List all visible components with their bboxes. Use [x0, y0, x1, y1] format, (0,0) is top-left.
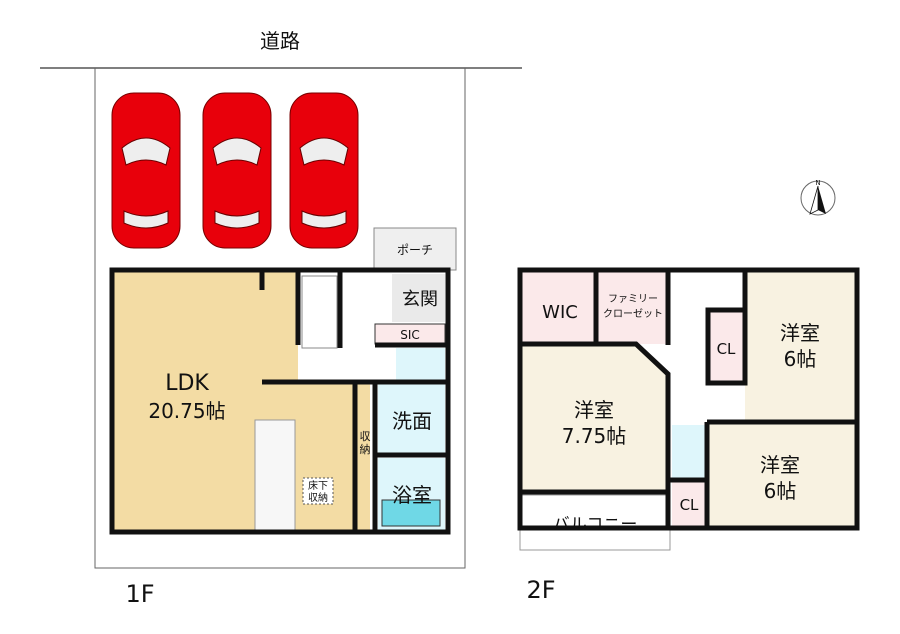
stairs-1f: [301, 275, 338, 349]
room-b-size: 6帖: [784, 347, 817, 371]
road-label: 道路: [260, 29, 300, 53]
room-6-upper: [745, 272, 855, 420]
car-icon: [111, 92, 181, 249]
room-c-name: 洋室: [760, 453, 800, 477]
storage-label-1: 収: [360, 430, 371, 443]
compass-north: N: [815, 179, 820, 187]
bathroom-label: 浴室: [392, 483, 432, 507]
family-closet-label-1: ファミリー: [608, 294, 658, 305]
entrance: [392, 274, 445, 322]
washroom-label: 洗面: [392, 409, 432, 433]
floor-1-label: 1F: [125, 580, 154, 608]
toilet-1f: [396, 348, 445, 380]
floor-2-label: 2F: [526, 576, 555, 604]
sic-label: SIC: [400, 328, 420, 342]
washroom: [378, 383, 445, 455]
parking-cars: [111, 92, 359, 249]
wic-label: WIC: [542, 302, 578, 323]
storage-label-2: 納: [360, 443, 371, 456]
entrance-label: 玄関: [402, 289, 438, 310]
underfloor-storage: [302, 477, 334, 505]
room-c-size: 6帖: [764, 479, 797, 503]
car-icon: [202, 92, 272, 249]
wic: [522, 272, 596, 342]
ldk-name: LDK: [165, 371, 209, 396]
room-775: [522, 346, 668, 490]
room-a-size: 7.75帖: [562, 424, 627, 448]
room-b-name: 洋室: [780, 321, 820, 345]
kitchen-counter: [254, 419, 296, 531]
car-icon: [289, 92, 359, 249]
underfloor-label-1: 床下: [308, 479, 328, 492]
closet-lower-label: CL: [680, 496, 699, 514]
bathtub: [381, 499, 441, 527]
porch-label: ポーチ: [397, 243, 433, 257]
floor-1-plan: ポーチ 玄関 SIC LDK 20.75帖 洗面 浴室 収 納 床下 収納 1F: [109, 227, 457, 608]
lot-boundary: [94, 68, 466, 569]
room-a-name: 洋室: [574, 398, 614, 422]
underfloor-label-2: 収納: [308, 491, 328, 504]
ldk-size: 20.75帖: [148, 399, 225, 423]
closet-upper: [708, 312, 745, 382]
balcony-label: バルコニー: [553, 515, 638, 535]
compass-icon: N: [800, 179, 836, 216]
ldk-area: [114, 272, 370, 530]
family-closet: [598, 272, 668, 344]
closet-upper-label: CL: [717, 340, 736, 358]
family-closet-label-2: クローゼット: [603, 308, 663, 320]
closet-lower: [672, 482, 707, 528]
room-6-lower: [707, 423, 855, 528]
porch: [373, 227, 457, 271]
toilet-2f: [672, 425, 707, 480]
floor-2-plan: WIC ファミリー クローゼット 洋室 7.75帖 洋室 6帖 洋室 6帖 CL…: [517, 267, 860, 604]
